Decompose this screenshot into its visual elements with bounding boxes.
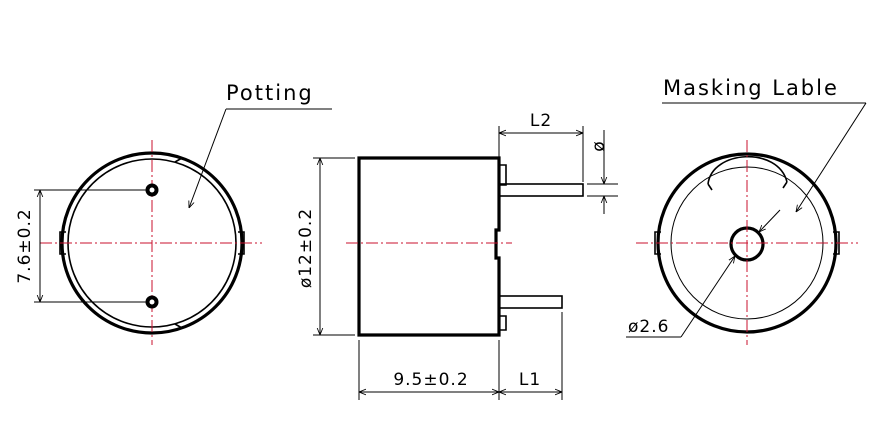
side-flange-top bbox=[499, 164, 507, 186]
l2-label: L2 bbox=[530, 111, 552, 131]
hole-dim-leader-lower bbox=[680, 256, 735, 338]
back-notch-left bbox=[654, 231, 661, 255]
side-body bbox=[357, 156, 501, 337]
potting-callout-label: Potting bbox=[226, 81, 314, 105]
label-tab bbox=[707, 155, 788, 185]
body-diameter-label: ø12±0.2 bbox=[296, 208, 316, 288]
lead-diameter-label: ø bbox=[589, 140, 609, 151]
front-notch-marks bbox=[174, 157, 183, 329]
pin-spacing-label: 7.6±0.2 bbox=[15, 208, 35, 283]
side-flange-bottom bbox=[499, 315, 507, 331]
label-tab-ends bbox=[707, 181, 788, 191]
side-lead-lower bbox=[498, 295, 563, 309]
l1-label: L1 bbox=[519, 370, 541, 390]
body-length-label: 9.5±0.2 bbox=[393, 370, 468, 390]
masking-callout-leader bbox=[796, 102, 867, 212]
hole-diameter-label: ø2.6 bbox=[628, 317, 669, 337]
side-view: ø12±0.2 9.5±0.2 L1 L2 ø bbox=[296, 111, 618, 400]
hole-dim-leader-upper bbox=[759, 209, 781, 232]
front-view: 7.6±0.2 Potting bbox=[15, 81, 332, 345]
side-lead-upper bbox=[498, 183, 584, 197]
masking-label-callout: Masking Lable bbox=[663, 76, 839, 100]
back-view: ø2.6 Masking Lable bbox=[626, 76, 867, 345]
potting-callout-leader bbox=[189, 108, 227, 208]
